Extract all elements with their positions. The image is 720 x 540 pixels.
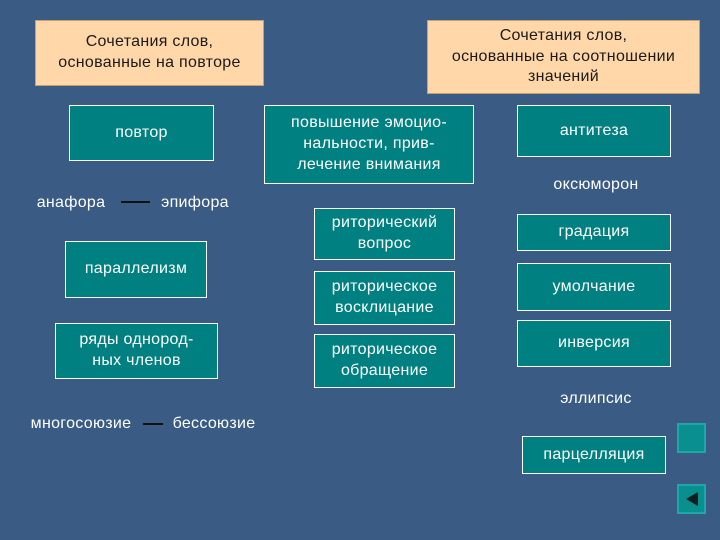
epiphora-label: эпифора xyxy=(161,193,229,211)
parallelism-box: параллелизм xyxy=(65,241,207,298)
rhetorical-exclamation-box: риторическое восклицание xyxy=(314,271,455,325)
nav-square-button[interactable] xyxy=(677,423,706,453)
parcellation-box: парцелляция xyxy=(522,436,666,474)
inversion-box: инверсия xyxy=(517,320,671,367)
antithesis-box: антитеза xyxy=(517,105,671,157)
rhetorical-address-box: риторическое обращение xyxy=(314,334,455,388)
triangle-left-icon xyxy=(685,492,698,506)
purpose-box: повышение эмоцио- нальности, прив- лечен… xyxy=(264,105,474,184)
gradation-box: градация xyxy=(517,214,671,251)
silence-box: умолчание xyxy=(517,263,671,311)
rhetorical-question-box: риторический вопрос xyxy=(314,208,455,260)
oxymoron-label: оксюморон xyxy=(553,175,639,193)
nav-back-button[interactable] xyxy=(677,484,706,514)
asyndeton-label: бессоюзие xyxy=(172,414,256,432)
polysyndeton-label: многосоюзие xyxy=(30,414,132,432)
repetition-box: повтор xyxy=(69,105,214,161)
anaphora-label: анафора xyxy=(36,193,106,211)
homogeneous-members-box: ряды однород- ных членов xyxy=(55,323,218,379)
ellipsis-label: эллипсис xyxy=(560,389,632,407)
header-meaning-relation: Сочетания слов, основанные на соотношени… xyxy=(427,20,700,94)
header-repetition: Сочетания слов, основанные на повторе xyxy=(35,20,264,86)
